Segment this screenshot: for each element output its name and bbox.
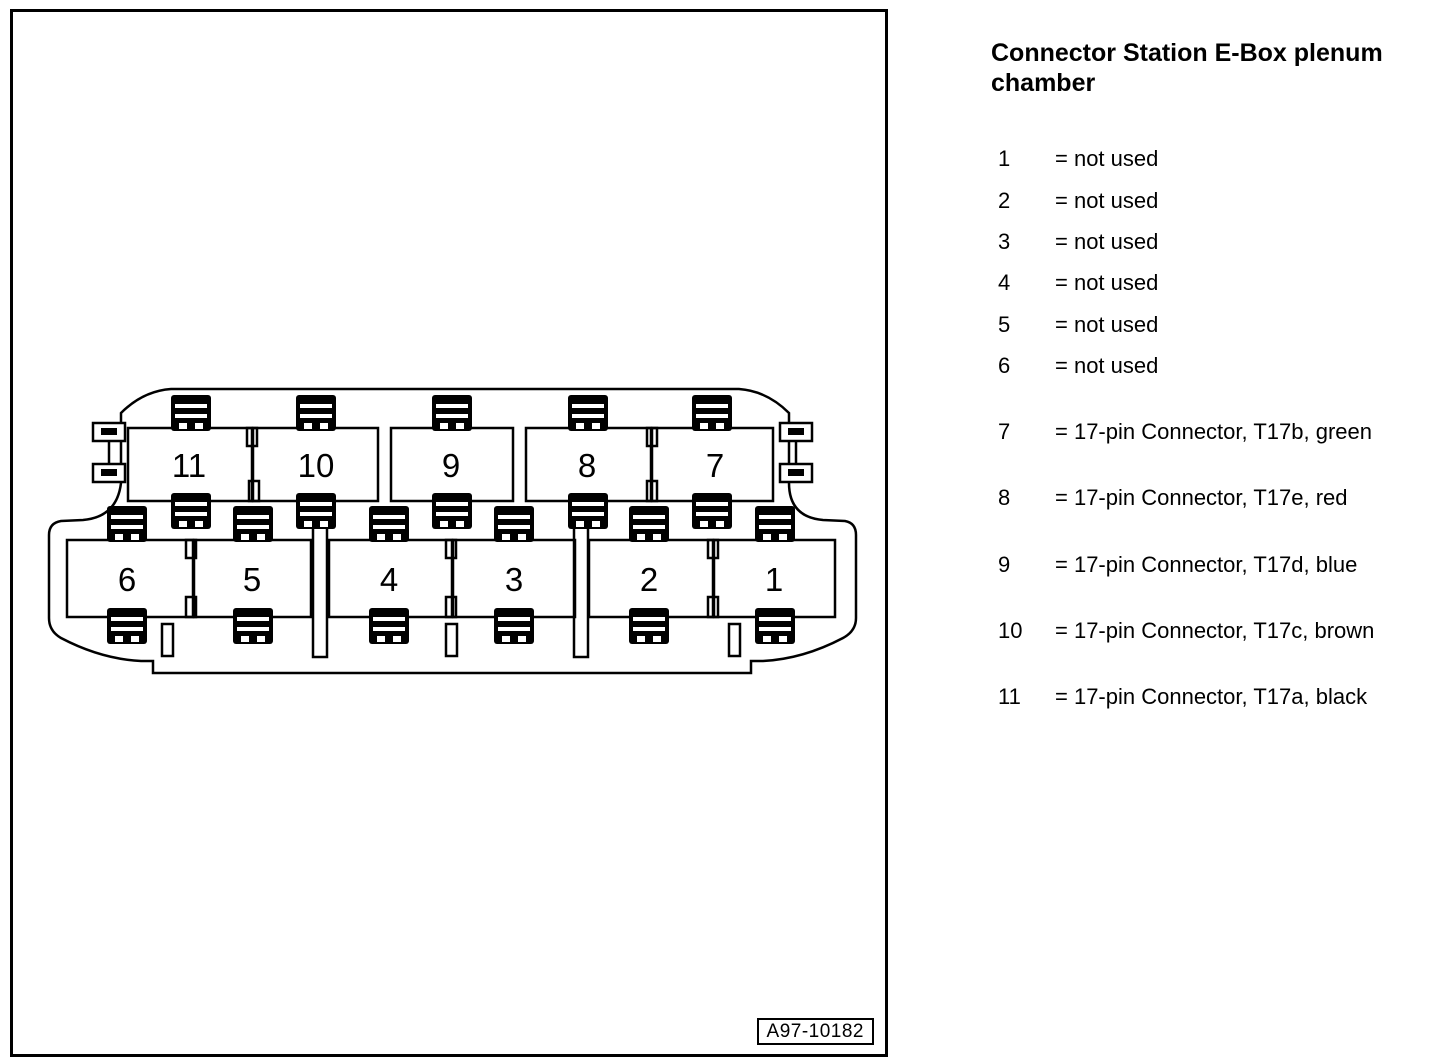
side-latch: [91, 462, 127, 484]
side-latches: [91, 421, 814, 484]
legend-item-number: 4: [998, 270, 1011, 295]
pin-clip: [296, 493, 336, 529]
guide-post: [444, 622, 459, 658]
legend-item-number: 3: [998, 229, 1011, 254]
legend-item-description: = not used: [1055, 229, 1159, 254]
slot-number: 4: [380, 561, 398, 598]
slot-number: 5: [243, 561, 261, 598]
guide-post: [727, 622, 742, 658]
slot-number: 3: [505, 561, 523, 598]
pin-clip: [755, 506, 795, 542]
side-latch: [778, 421, 814, 443]
slot-number: 2: [640, 561, 658, 598]
lower-cavities: [65, 538, 837, 619]
pin-clip: [692, 395, 732, 431]
pin-clips: [107, 395, 795, 644]
legend-item-description: = not used: [1055, 270, 1159, 295]
pin-clip: [369, 608, 409, 644]
legend-item-description: = not used: [1055, 353, 1159, 378]
legend-item-number: 7: [998, 419, 1011, 444]
pin-clip: [755, 608, 795, 644]
slot-number: 11: [172, 447, 206, 484]
connector-station-drawing: 1 2 3 4 5 6 7 8 9 10 11: [47, 387, 858, 675]
slot-numbers: 1 2 3 4 5 6 7 8 9 10 11: [118, 447, 783, 598]
legend-item-number: 6: [998, 353, 1011, 378]
pin-clip: [692, 493, 732, 529]
legend-item-description: = 17-pin Connector, T17a, black: [1055, 684, 1368, 709]
pin-clip: [171, 493, 211, 529]
side-latch: [778, 462, 814, 484]
pin-clip: [107, 608, 147, 644]
pin-clip: [369, 506, 409, 542]
pin-clip: [107, 506, 147, 542]
pin-clip: [432, 493, 472, 529]
legend-title: Connector Station E-Box plenum chamber: [991, 39, 1383, 97]
legend-item-description: = 17-pin Connector, T17c, brown: [1055, 618, 1375, 643]
slot-number: 6: [118, 561, 136, 598]
slot-number: 10: [298, 447, 335, 484]
legend-item-number: 1: [998, 146, 1011, 171]
legend-item-number: 10: [998, 618, 1023, 643]
legend-item-description: = not used: [1055, 146, 1159, 171]
figure-id: A97-10182: [756, 1018, 874, 1045]
legend-item-description: = 17-pin Connector, T17e, red: [1055, 485, 1348, 510]
legend-item-description: = not used: [1055, 312, 1159, 337]
legend-item-number: 2: [998, 188, 1011, 213]
housing-outline: [47, 387, 858, 675]
pin-clip: [568, 395, 608, 431]
pin-clip: [494, 506, 534, 542]
legend-item-number: 11: [998, 684, 1021, 709]
pin-clip: [432, 395, 472, 431]
slot-number: 7: [706, 447, 724, 484]
pin-clip: [629, 608, 669, 644]
legend: Connector Station E-Box plenum chamber 1…: [991, 38, 1436, 709]
pin-clip: [233, 608, 273, 644]
legend-item-description: = 17-pin Connector, T17b, green: [1055, 419, 1372, 444]
legend-item-number: 9: [998, 552, 1011, 577]
pin-clip: [296, 395, 336, 431]
diagram-panel: 1 2 3 4 5 6 7 8 9 10 11 A97-10182: [10, 9, 888, 1057]
legend-item-number: 8: [998, 485, 1011, 510]
pin-clip: [568, 493, 608, 529]
legend-item-description: = 17-pin Connector, T17d, blue: [1055, 552, 1358, 577]
pin-clip: [494, 608, 534, 644]
guide-post: [160, 622, 175, 658]
legend-item-description: = not used: [1055, 188, 1159, 213]
pin-clip: [171, 395, 211, 431]
legend-item-number: 5: [998, 312, 1011, 337]
slot-number: 9: [442, 447, 460, 484]
side-latch: [91, 421, 127, 443]
slot-number: 8: [578, 447, 596, 484]
pin-clip: [629, 506, 669, 542]
slot-number: 1: [765, 561, 783, 598]
pin-clip: [233, 506, 273, 542]
